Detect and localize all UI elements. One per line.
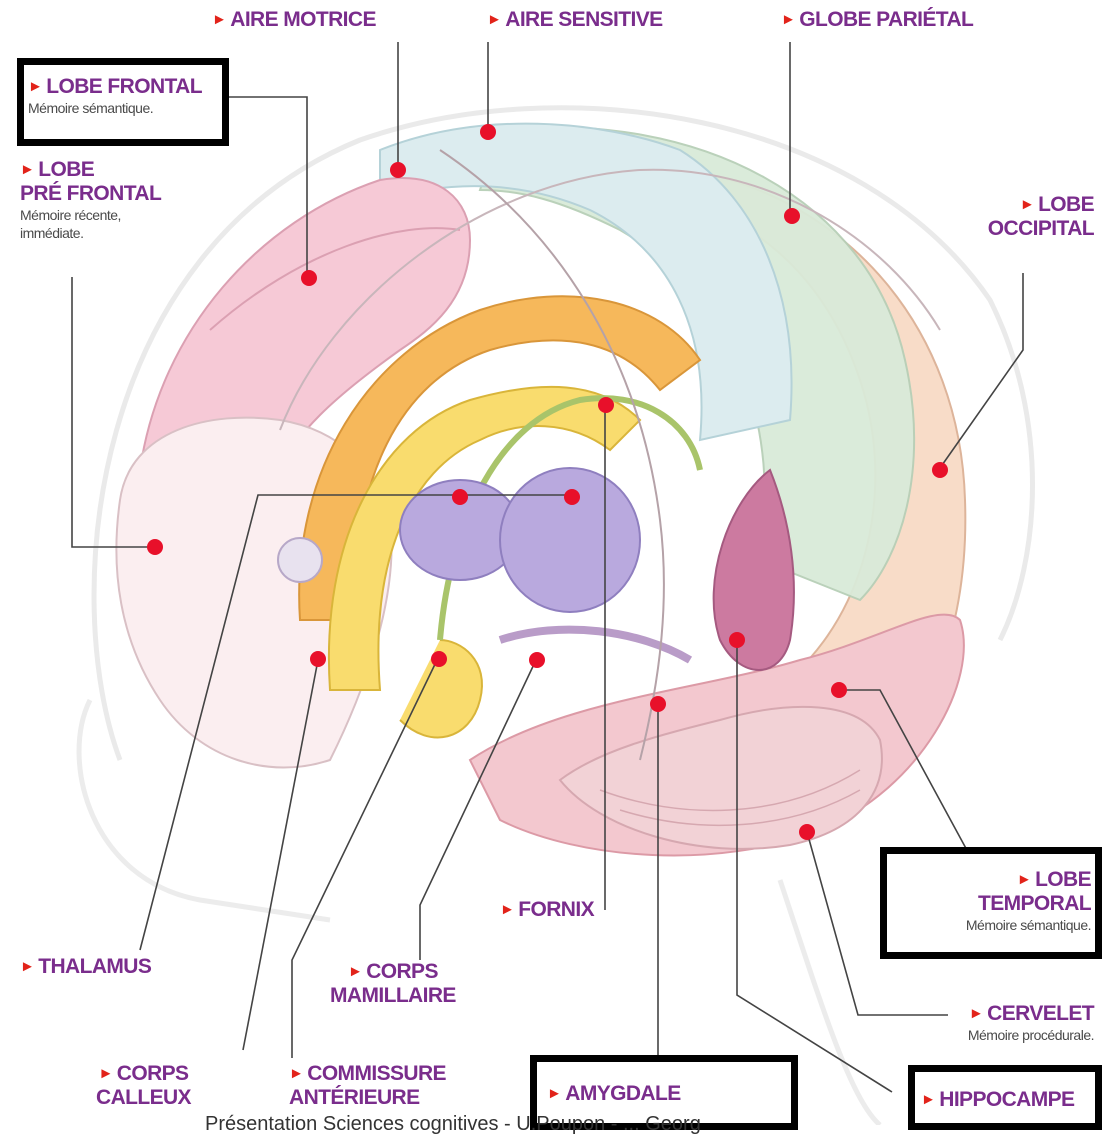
label-globe-parietal: ►GLOBE PARIÉTAL xyxy=(781,8,973,32)
lobe-frontal-dot xyxy=(301,270,317,286)
corps-mamillaire-dot xyxy=(529,652,545,668)
lobe-occipital-line2: OCCIPITAL xyxy=(988,217,1094,241)
thalamus-dot-2 xyxy=(564,489,580,505)
thalamus-dot-1 xyxy=(452,489,468,505)
olfactory-bulb xyxy=(278,538,322,582)
commissure-dot xyxy=(431,651,447,667)
amygdale-dot xyxy=(650,696,666,712)
corps-calleux-line2: CALLEUX xyxy=(96,1086,191,1110)
aire-motrice-dot xyxy=(390,162,406,178)
label-commissure: ►COMMISSURE ANTÉRIEURE xyxy=(289,1062,446,1110)
lobe-temporal-dot xyxy=(831,682,847,698)
globe-parietal-dot xyxy=(784,208,800,224)
lobe-temporal-note: Mémoire sémantique. xyxy=(887,916,1091,934)
lobe-prefrontal-note2: immédiate. xyxy=(20,224,161,242)
commissure-line2: ANTÉRIEURE xyxy=(289,1086,446,1110)
lobe-occipital-dot xyxy=(932,462,948,478)
lobe-prefrontal-line2: PRÉ FRONTAL xyxy=(20,182,161,206)
cervelet-dot xyxy=(799,824,815,840)
label-lobe-occipital: ►LOBE OCCIPITAL xyxy=(988,193,1094,241)
label-hippocampe: ►HIPPOCAMPE xyxy=(908,1065,1102,1130)
label-corps-mamillaire: ►CORPS MAMILLAIRE xyxy=(330,960,456,1008)
label-thalamus: ►THALAMUS xyxy=(20,955,151,979)
label-fornix: ►FORNIX xyxy=(500,898,594,922)
corps-calleux-dot xyxy=(310,651,326,667)
label-corps-calleux: ►CORPS CALLEUX xyxy=(96,1062,191,1110)
corps-mamillaire-line2: MAMILLAIRE xyxy=(330,984,456,1008)
lobe-prefrontal-note1: Mémoire récente, xyxy=(20,206,161,224)
label-aire-sensitive: ►AIRE SENSITIVE xyxy=(487,8,663,32)
label-lobe-temporal: ►LOBE TEMPORAL Mémoire sémantique. xyxy=(880,847,1102,959)
label-aire-motrice: ►AIRE MOTRICE xyxy=(212,8,376,32)
lobe-temporal-line2: TEMPORAL xyxy=(887,892,1091,916)
hippocampe-dot xyxy=(729,632,745,648)
cervelet-note: Mémoire procédurale. xyxy=(968,1026,1094,1044)
fornix-dot xyxy=(598,397,614,413)
label-lobe-prefrontal: ►LOBE PRÉ FRONTAL Mémoire récente, imméd… xyxy=(20,158,161,242)
lobe-frontal-note: Mémoire sémantique. xyxy=(28,99,222,117)
label-cervelet: ►CERVELET Mémoire procédurale. xyxy=(968,1002,1094,1044)
lobe-prefrontal-dot xyxy=(147,539,163,555)
aire-sensitive-dot xyxy=(480,124,496,140)
label-lobe-frontal: ►LOBE FRONTAL Mémoire sémantique. xyxy=(17,58,229,146)
